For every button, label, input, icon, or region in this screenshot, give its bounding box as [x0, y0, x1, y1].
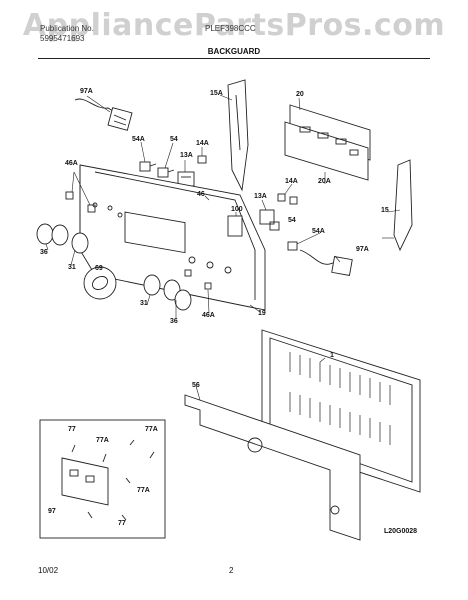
switch-54: [157, 167, 175, 178]
figure-code: L20G0028: [384, 528, 418, 535]
footer-date: 10/02: [38, 566, 59, 575]
callout-77A-2: 77A: [145, 426, 158, 433]
callout-54-right: 54: [288, 217, 296, 224]
relay-13A-right: [259, 209, 275, 225]
callout-46A: 46A: [202, 312, 215, 319]
callout-77: 77: [68, 426, 76, 433]
callout-97: 97: [48, 508, 56, 515]
inset-board-97: [39, 419, 166, 539]
callout-15A: 15A: [210, 90, 223, 97]
switch-54A-right: [287, 241, 298, 251]
callout-31: 31: [68, 264, 76, 271]
knobs-left: [36, 223, 89, 254]
switch-54-right: [269, 221, 280, 231]
callout-20A: 20A: [318, 178, 331, 185]
publication-number: 5995471693: [40, 34, 85, 43]
callout-100: 100: [231, 206, 243, 213]
callout-77A-3: 77A: [137, 487, 150, 494]
leader-lines: [45, 94, 401, 401]
callout-54A-right: 54A: [312, 228, 325, 235]
endcap-15A: [227, 79, 249, 192]
callout-14A-right: 14A: [285, 178, 298, 185]
callout-97A: 97A: [80, 88, 93, 95]
callout-56: 56: [192, 382, 200, 389]
clip-14A-right: [277, 193, 298, 205]
exploded-parts-diagram: [36, 79, 421, 541]
bracket-100: [227, 215, 243, 237]
callout-31-bottom: 31: [140, 300, 148, 307]
callout-15: 15: [381, 207, 389, 214]
callout-14A: 14A: [196, 140, 209, 147]
callout-46: 46: [197, 191, 205, 198]
publication-label: Publication No.: [40, 24, 94, 33]
wire-harness-97A: [74, 98, 133, 131]
callout-97A-right: 97A: [356, 246, 369, 253]
callout-77-bottom: 77: [118, 520, 126, 527]
backguard-panel-19: [79, 164, 266, 311]
control-board-20: [284, 104, 371, 181]
knob-69: [83, 266, 117, 300]
callout-20: 20: [296, 91, 304, 98]
callout-1: 1: [330, 352, 334, 359]
footer-page: 2: [229, 566, 234, 575]
callout-13A-right: 13A: [254, 193, 267, 200]
callout-69: 69: [95, 265, 103, 272]
clip-48A: [65, 191, 96, 213]
bracket-56: [184, 394, 361, 541]
callout-77A: 77A: [96, 437, 109, 444]
knobs-bottom: [143, 274, 192, 311]
section-title: BACKGUARD: [207, 47, 261, 56]
model-number: PLEF398CCC: [205, 24, 256, 33]
callout-36-bottom: 36: [170, 318, 178, 325]
callout-19: 19: [258, 310, 266, 317]
endcap-15: [393, 159, 413, 252]
callout-54A: 54A: [132, 136, 145, 143]
header-rule: [38, 58, 430, 59]
wire-harness-97A-right: [299, 249, 353, 276]
callout-13A: 13A: [180, 152, 193, 159]
callout-54: 54: [170, 136, 178, 143]
watermark-logo: AppliancePartsPros.com: [22, 8, 446, 43]
callout-36: 36: [40, 249, 48, 256]
callout-48A: 46A: [65, 160, 78, 167]
